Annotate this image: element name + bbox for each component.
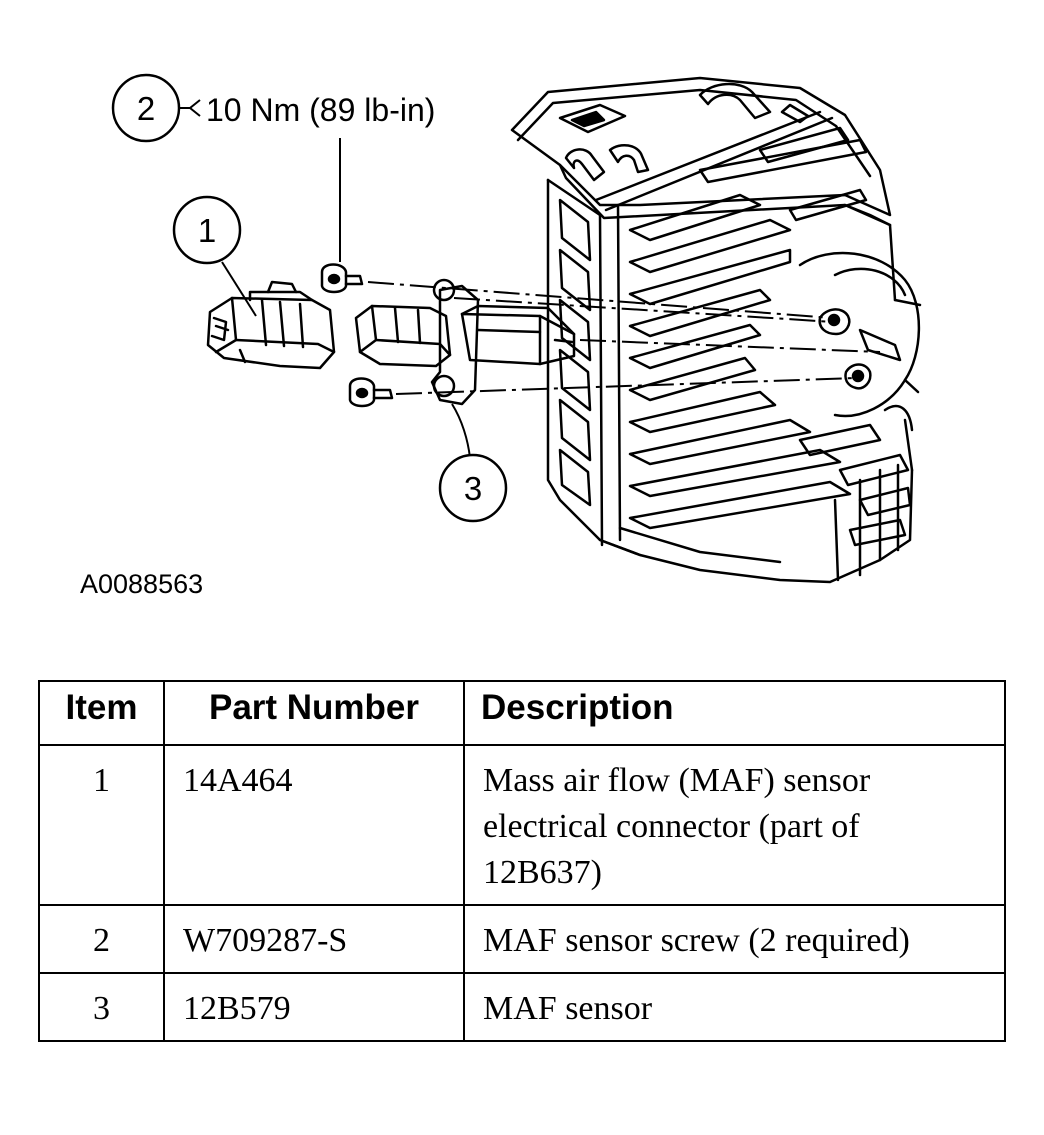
callout-3: 3: [438, 453, 508, 523]
callout-3-number: 3: [464, 470, 482, 507]
header-description: Description: [463, 680, 1006, 746]
table-row: 1 14A464 Mass air flow (MAF) sensor elec…: [38, 744, 1006, 906]
parts-table: Item Part Number Description 1 14A464 Ma…: [38, 680, 1006, 1042]
exploded-view-diagram: 2 10 Nm (89 lb-in) 1 3 A0088563: [80, 73, 922, 599]
torque-spec-label: 10 Nm (89 lb-in): [206, 92, 435, 128]
header-part-number: Part Number: [163, 680, 465, 746]
maf-sensor-screws: [320, 263, 394, 408]
alignment-lines: [367, 281, 881, 395]
callout-1-number: 1: [198, 212, 216, 249]
row-description: MAF sensor screw (2 required): [463, 904, 1006, 974]
table-row: 2 W709287-S MAF sensor screw (2 required…: [38, 904, 1006, 974]
row-item: 3: [38, 972, 165, 1042]
row-item: 2: [38, 904, 165, 974]
air-cleaner-housing: [510, 76, 922, 584]
row-part-number: 12B579: [163, 972, 465, 1042]
table-row: 3 12B579 MAF sensor: [38, 972, 1006, 1042]
row-description: Mass air flow (MAF) sensor electrical co…: [463, 744, 1006, 906]
row-part-number: W709287-S: [163, 904, 465, 974]
leader-lines: [180, 99, 471, 459]
row-item: 1: [38, 744, 165, 906]
mounting-bosses: [818, 308, 902, 390]
callout-2-number: 2: [137, 90, 155, 127]
maf-sensor: [354, 278, 576, 406]
row-part-number: 14A464: [163, 744, 465, 906]
row-description: MAF sensor: [463, 972, 1006, 1042]
callout-1: 1: [172, 195, 242, 265]
callout-2: 2: [111, 73, 181, 143]
table-header-row: Item Part Number Description: [38, 680, 1006, 746]
maf-electrical-connector: [206, 280, 336, 370]
figure-id-label: A0088563: [80, 569, 203, 599]
header-item: Item: [38, 680, 165, 746]
